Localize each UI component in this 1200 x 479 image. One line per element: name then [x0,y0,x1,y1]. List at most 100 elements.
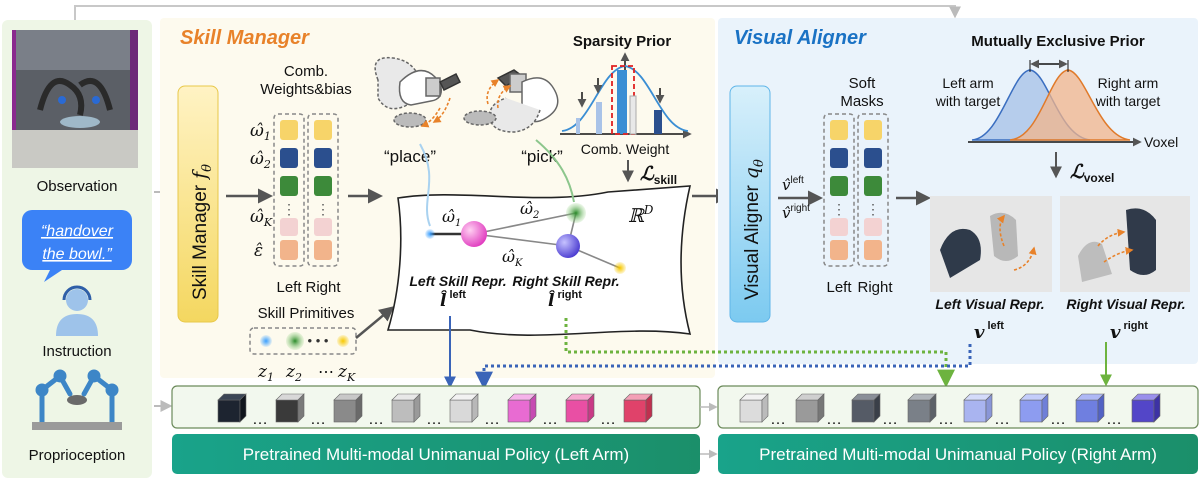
weights-right-column-frame [307,113,339,267]
left-token-cube [623,393,653,423]
token-ellipsis: … [542,411,558,428]
right-token-cube [1019,393,1049,423]
right-token-sequence: ………………… [739,393,1161,428]
top-feedback-line [74,5,961,22]
left-visual-repr-image [930,196,1052,292]
observation-image [12,30,138,168]
left-arm-policy-box [172,434,700,474]
right-token-row [717,385,1199,429]
voxel-axis-label: Voxel [1144,134,1178,150]
l-left-label: l̂left [440,289,466,311]
primitive-zK-dot [337,335,349,347]
right-visual-repr-image [1060,196,1190,292]
pick-motion-arrows [486,79,512,109]
sparsity-prior-title: Sparsity Prior [573,33,672,50]
token-ellipsis: … [484,411,500,428]
right-token-cube [851,393,881,423]
left-token-cube [333,393,363,423]
token-ellipsis: … [882,411,898,428]
token-ellipsis: … [1050,411,1066,428]
svg-text:⋮: ⋮ [832,201,846,217]
left-token-sequence: ………………… [217,393,653,428]
primitive-z-dots: ⋯ [318,364,334,381]
weights-title-line1: Comb. [284,63,328,80]
skill-node-pink [461,221,487,247]
link-right-skill-to-right-tokens [564,318,955,388]
link-place-to-left-node [419,143,431,227]
svg-text:⋮: ⋮ [316,201,330,217]
l-right-label: l̂right [548,289,582,311]
robot-arms-icon [35,369,119,425]
masks-right-column-frame [857,113,889,267]
left-token-cube [275,393,305,423]
robot-base [32,422,122,430]
instruction-label: Instruction [42,343,111,360]
right-token-cube [963,393,993,423]
omegaK-label: ω̂K [250,207,273,229]
visual-aligner-module [729,85,771,323]
right-token-cube [739,393,769,423]
right-arm-target-line1: Right arm [1098,75,1159,91]
weights-col-left: Left [276,279,302,296]
masks-col-right: Right [857,279,893,296]
weights-right-cells: ⋮ [314,120,332,260]
primitive-zK-label: zK [337,362,356,384]
mutex-prior-title: Mutually Exclusive Prior [971,33,1145,50]
token-ellipsis: … [310,411,326,428]
sparsity-prior-plot [560,52,692,139]
mutex-prior-plot [968,59,1142,147]
skill-manager-module-label: Skill Managerfθ [189,164,215,300]
link-left-visual-to-left-tokens [475,344,972,390]
loss-skill-label: ℒskill [640,163,677,187]
primitive-z2-label: z2 [285,362,302,384]
left-token-cube [565,393,595,423]
left-skill-repr-label: Left Skill Repr. [409,273,506,289]
right-token-cube [795,393,825,423]
right-token-cube [1131,393,1161,423]
place-motion-arrows [420,97,451,128]
right-arm-policy-box [718,434,1198,474]
instruction-text-line1: “handover [41,223,114,240]
right-visual-repr-label: Right Visual Repr. [1066,296,1185,312]
left-arm-target-line1: Left arm [942,75,993,91]
arrow-primitives-to-space [355,306,395,339]
token-ellipsis: … [252,411,268,428]
skill-manager-module [177,85,219,323]
right-token-cube [1075,393,1105,423]
robot-bowl [67,395,87,405]
svg-text:⋮: ⋮ [282,201,296,217]
token-ellipsis: … [368,411,384,428]
right-arm-target-line2: with target [1095,93,1161,109]
v-left-label: v̂left [782,175,804,194]
skill-primitives-label: Skill Primitives [258,305,355,322]
token-ellipsis: … [426,411,442,428]
masks-left-cells: ⋮ [830,120,848,260]
skill-node-yellow [614,262,626,274]
weights-left-cells: ⋮ [280,120,298,260]
primitive-dots: • • • [308,333,329,348]
visual-aligner-module-label: Visual Alignerqθ [741,159,767,300]
svg-text:⋮: ⋮ [866,201,880,217]
token-ellipsis: … [938,411,954,428]
embedding-space-label: ℝD [628,203,654,227]
space-w2-label: ω̂2 [520,199,539,221]
proprioception-label: Proprioception [29,447,126,464]
weights-title-line2: Weights&bias [260,81,351,98]
skill-primitives-frame [249,327,357,355]
skill-embedding-space [386,185,692,336]
link-pick-to-green-node [535,139,575,203]
right-skill-repr-label: Right Skill Repr. [512,273,619,289]
comb-weight-label: Comb. Weight [581,141,670,157]
primitive-z1-dot [260,335,272,347]
masks-right-cells: ⋮ [864,120,882,260]
right-skill-node [556,234,580,258]
soft-masks-line1: Soft [849,75,877,92]
space-wK-label: ω̂K [502,247,523,269]
visual-aligner-title: Visual Aligner [734,27,867,49]
loss-voxel-label: ℒvoxel [1070,161,1114,185]
soft-masks-line2: Masks [840,93,883,110]
instruction-bubble [22,210,132,282]
skill-manager-title: Skill Manager [180,27,310,49]
user-icon [56,285,98,336]
